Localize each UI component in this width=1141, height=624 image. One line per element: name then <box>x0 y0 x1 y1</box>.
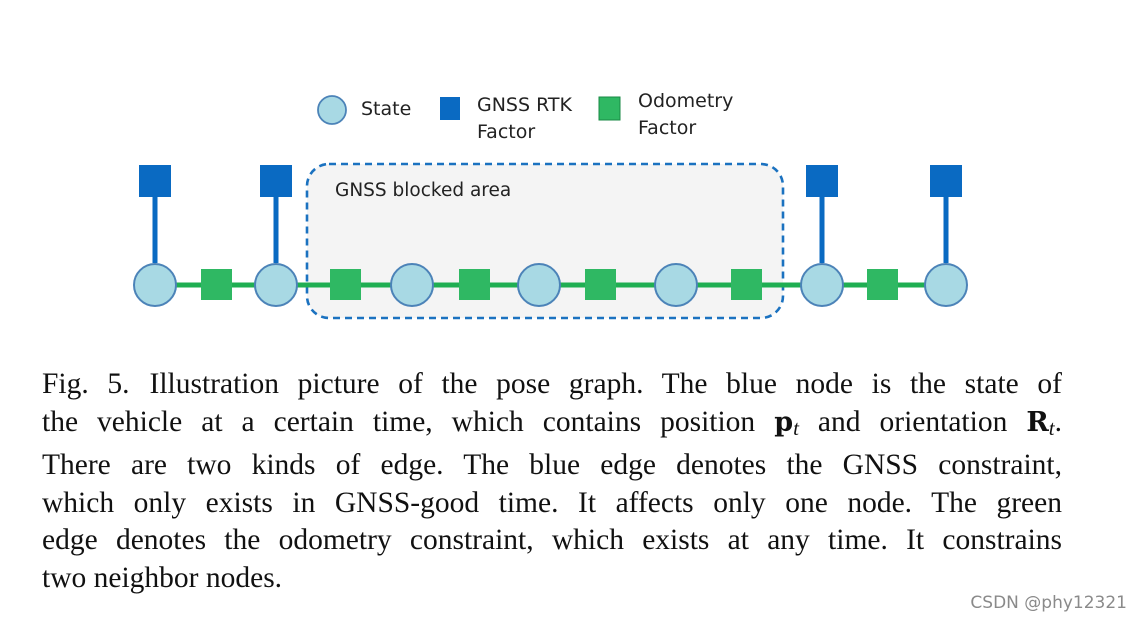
caption-text: Illustration picture of the pose graph. … <box>149 368 1062 400</box>
state-node <box>133 263 177 307</box>
state-node <box>924 263 968 307</box>
odometry-factor <box>330 269 361 300</box>
caption-line-6: two neighbor nodes. <box>42 561 283 594</box>
caption-line-4: which only exists in GNSS-good time. It … <box>42 486 1062 519</box>
legend-gnss-label: GNSS RTK Factor <box>477 92 572 146</box>
caption-text: the vehicle at a certain time, which con… <box>42 405 775 438</box>
state-node <box>800 263 844 307</box>
legend-gnss-label-line2: Factor <box>477 121 536 143</box>
legend-gnss-label-line1: GNSS RTK <box>477 94 572 116</box>
odometry-factor <box>731 269 762 300</box>
math-subscript: t <box>793 415 799 440</box>
math-orientation-symbol: R <box>1026 406 1049 438</box>
state-node <box>654 263 698 307</box>
caption-line-2: the vehicle at a certain time, which con… <box>42 404 1062 448</box>
caption-text: . <box>1054 405 1063 438</box>
odometry-factor <box>585 269 616 300</box>
watermark: CSDN @phy12321 <box>970 593 1127 613</box>
state-node <box>517 263 561 307</box>
caption-line-5: edge denotes the odometry constraint, wh… <box>42 524 1062 556</box>
math-subscript: t <box>1048 415 1055 440</box>
caption-line-3: There are two kinds of edge. The blue ed… <box>42 449 1062 481</box>
figure-label: Fig. 5. <box>42 368 130 400</box>
legend-odometry-label: Odometry Factor <box>638 88 733 142</box>
legend-odometry-factor-icon <box>598 96 621 121</box>
odometry-factor <box>459 269 490 300</box>
figure-caption: Fig. 5. Illustration picture of the pose … <box>42 366 1062 597</box>
odometry-factor <box>867 269 898 300</box>
gnss-factor <box>806 165 838 197</box>
caption-line-1: Fig. 5. Illustration picture of the pose … <box>42 366 1062 404</box>
legend-odometry-label-line2: Factor <box>638 117 697 139</box>
legend-odometry-label-line1: Odometry <box>638 90 734 112</box>
state-node <box>390 263 434 307</box>
caption-text: and orientation <box>798 405 1027 438</box>
gnss-factor <box>260 165 292 197</box>
legend-gnss-factor-icon <box>440 97 460 120</box>
odometry-factor <box>201 269 232 300</box>
gnss-factor <box>139 165 171 197</box>
legend-state-icon <box>317 95 347 125</box>
pose-graph-diagram <box>133 95 968 320</box>
gnss-factor <box>930 165 962 197</box>
legend-state-label: State <box>361 98 412 120</box>
math-position-symbol: p <box>774 406 794 438</box>
blocked-area-label: GNSS blocked area <box>335 180 512 201</box>
state-node <box>254 263 298 307</box>
